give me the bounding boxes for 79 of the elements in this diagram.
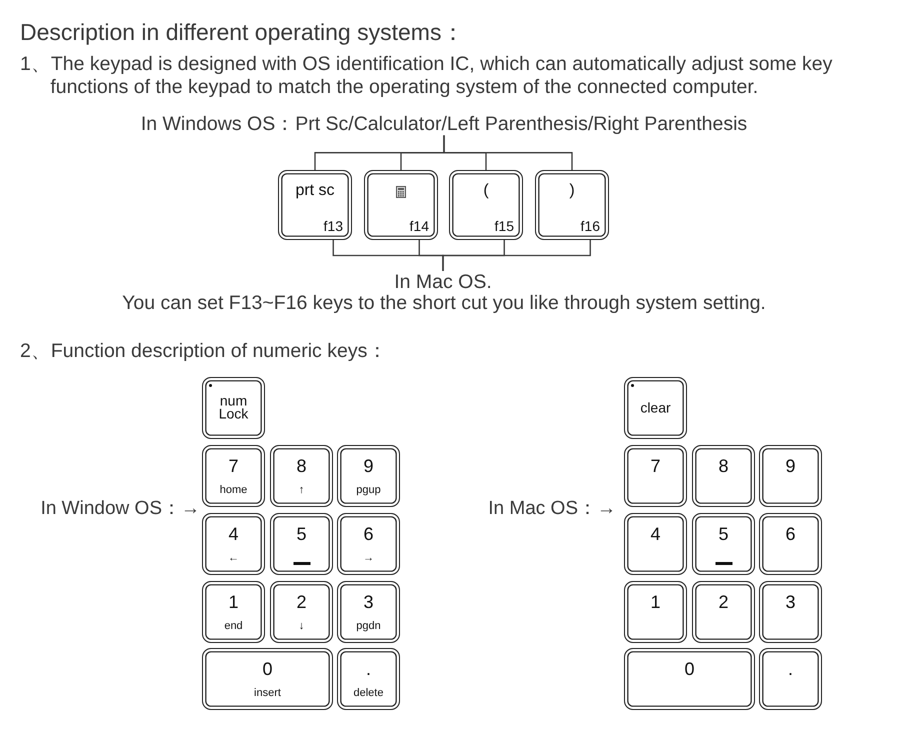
key-label: 8 bbox=[718, 457, 728, 475]
key bbox=[270, 513, 333, 575]
key-label: ( bbox=[483, 183, 489, 199]
paragraph: 1、The keypad is designed with OS identification IC, which can automatically adjust some key functions of the keypad to match the operating system of the connected computer. bbox=[20, 53, 834, 99]
key-label: ↓ bbox=[298, 621, 304, 632]
key-label: 4 bbox=[228, 525, 238, 543]
key-label: num Lock bbox=[218, 394, 248, 422]
os-label: In Windows OS：Prt Sc/Calculator/Left Parenthesis/Right Parenthesis bbox=[140, 113, 748, 136]
key bbox=[759, 648, 822, 710]
key bbox=[202, 581, 265, 643]
leader-line bbox=[442, 240, 591, 271]
key-label: . bbox=[788, 660, 793, 678]
key-label: 3 bbox=[364, 593, 374, 611]
key-label: 0 bbox=[684, 660, 694, 678]
key bbox=[278, 170, 352, 240]
key-label: 7 bbox=[650, 457, 660, 475]
key-label: f15 bbox=[494, 219, 514, 233]
key-label: 1 bbox=[228, 593, 238, 611]
key-label: 7 bbox=[228, 457, 238, 475]
key bbox=[692, 445, 755, 507]
key-label: end bbox=[224, 621, 243, 632]
key bbox=[624, 513, 687, 575]
key bbox=[624, 648, 755, 710]
key-label: 5 bbox=[296, 525, 306, 543]
key-label: 6 bbox=[364, 525, 374, 543]
key-label: clear bbox=[640, 401, 671, 415]
key-label: 2 bbox=[718, 593, 728, 611]
key-label: 9 bbox=[786, 457, 796, 475]
os-label: In Mac OS. bbox=[394, 271, 492, 294]
key bbox=[270, 445, 333, 507]
title: Description in different operating systems： bbox=[20, 19, 464, 46]
section-heading: 2、Function description of numeric keys： bbox=[20, 340, 388, 362]
key bbox=[449, 170, 523, 240]
os-label: In Window OS：→ bbox=[40, 498, 200, 520]
key-label: f14 bbox=[410, 219, 429, 233]
key bbox=[337, 513, 400, 575]
key-label: insert bbox=[254, 688, 281, 699]
key-label: delete bbox=[354, 688, 384, 699]
key bbox=[202, 513, 265, 575]
os-label: In Mac OS：→ bbox=[488, 498, 616, 520]
key-label: → bbox=[363, 553, 374, 564]
key bbox=[759, 445, 822, 507]
key bbox=[624, 445, 687, 507]
key bbox=[202, 377, 265, 439]
key bbox=[759, 581, 822, 643]
key bbox=[364, 170, 438, 240]
key bbox=[202, 648, 333, 710]
key-label: ↑ bbox=[298, 485, 304, 496]
key-label: 5 bbox=[718, 525, 728, 543]
leader-line bbox=[443, 135, 573, 170]
key-label: f13 bbox=[324, 219, 343, 233]
key-label: . bbox=[366, 660, 371, 678]
key bbox=[270, 581, 333, 643]
key-label: 8 bbox=[296, 457, 306, 475]
key-label: home bbox=[220, 485, 248, 496]
key bbox=[624, 377, 687, 439]
note-text: You can set F13~F16 keys to the short cut you like through system setting. bbox=[122, 292, 766, 314]
key-label: ← bbox=[228, 553, 239, 564]
key bbox=[337, 445, 400, 507]
key bbox=[624, 581, 687, 643]
key-label: 9 bbox=[364, 457, 374, 475]
key-label: 3 bbox=[786, 593, 796, 611]
key-label: 4 bbox=[650, 525, 660, 543]
key-label: pgup bbox=[356, 485, 381, 496]
key bbox=[337, 648, 400, 710]
key bbox=[202, 445, 265, 507]
key-label: ) bbox=[569, 183, 575, 199]
key-label: 0 bbox=[262, 660, 272, 678]
key bbox=[337, 581, 400, 643]
key bbox=[759, 513, 822, 575]
key-label: prt sc bbox=[295, 183, 335, 199]
key-label: 1 bbox=[650, 593, 660, 611]
key-label: pgdn bbox=[356, 621, 381, 632]
key bbox=[535, 170, 609, 240]
key-label: 6 bbox=[786, 525, 796, 543]
key-label: f16 bbox=[580, 219, 600, 233]
key-label: 2 bbox=[296, 593, 306, 611]
key bbox=[692, 581, 755, 643]
key bbox=[692, 513, 755, 575]
